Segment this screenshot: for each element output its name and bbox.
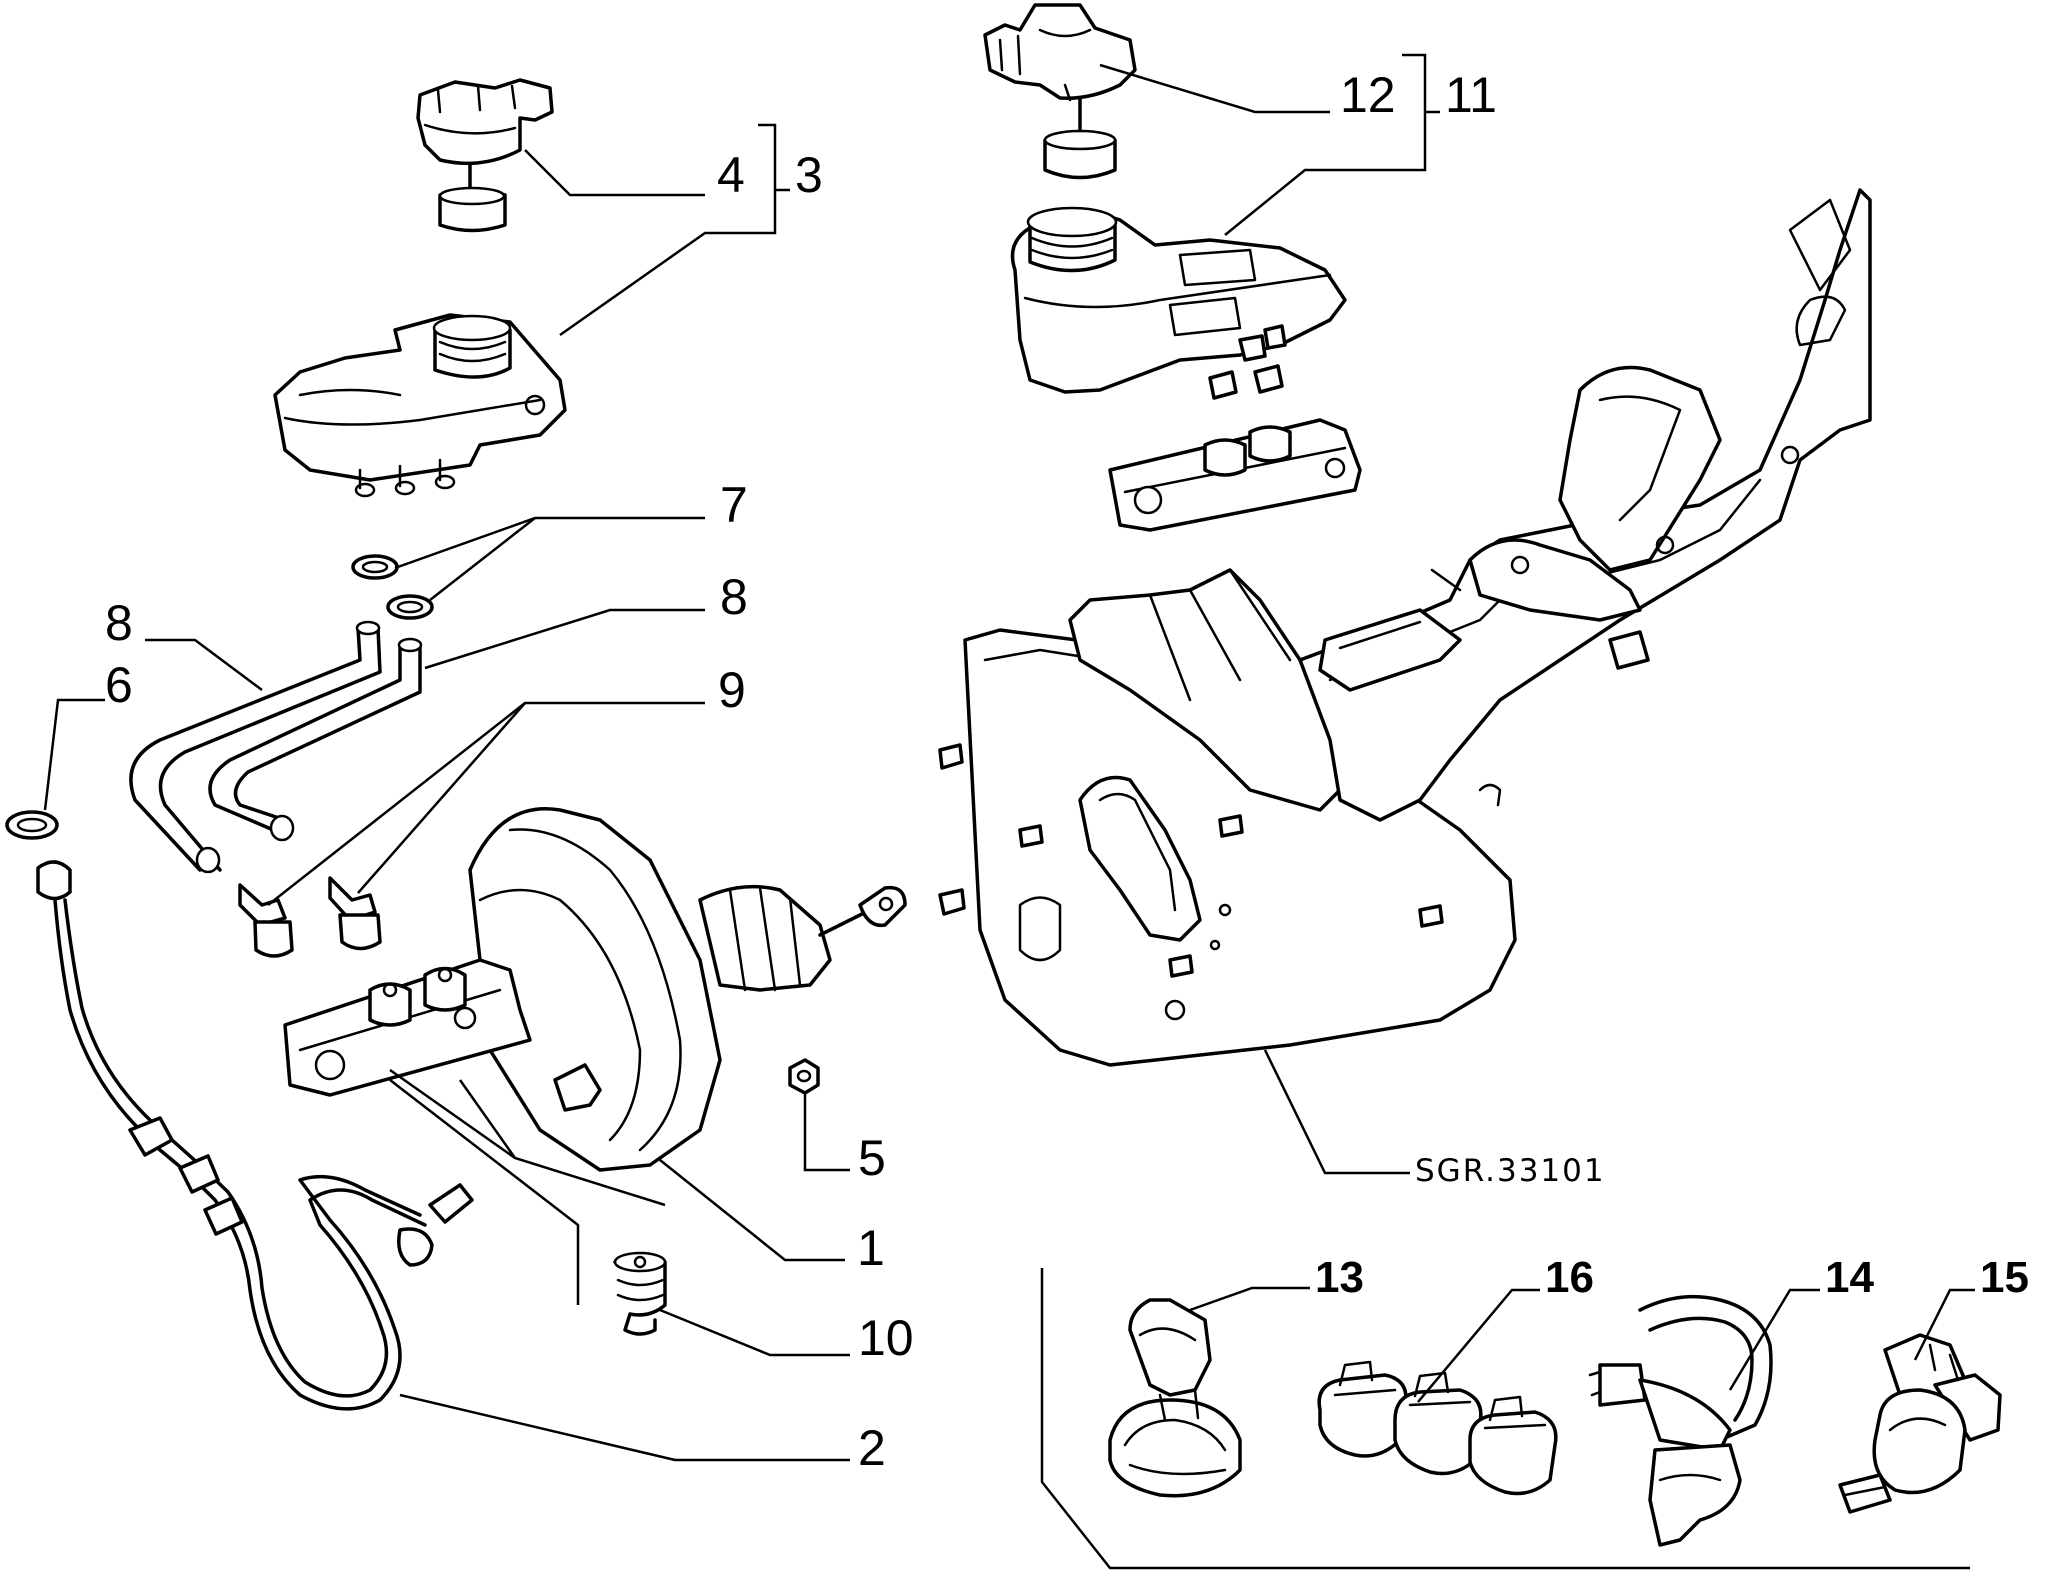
part-5-nut bbox=[788, 1058, 820, 1095]
callout-label-3: 3 bbox=[795, 147, 823, 203]
part-8-hoses bbox=[129, 620, 423, 874]
part-12-level-sensor bbox=[983, 3, 1137, 180]
pedal-box-assembly bbox=[938, 188, 1872, 1067]
callout-label-8-left: 8 bbox=[105, 595, 133, 651]
part-1-brake-booster bbox=[283, 807, 907, 1172]
callout-label-11: 11 bbox=[1445, 67, 1497, 123]
part-7-hose-clips bbox=[351, 554, 434, 620]
master-cylinder-right bbox=[1108, 418, 1362, 532]
callout-label-8-right: 8 bbox=[720, 569, 748, 625]
callout-label-14: 14 bbox=[1825, 1253, 1874, 1302]
callout-label-2: 2 bbox=[858, 1420, 886, 1476]
callout-label-12: 12 bbox=[1340, 67, 1396, 123]
callout-label-15: 15 bbox=[1980, 1253, 2029, 1302]
part-13-clip bbox=[1108, 1298, 1242, 1498]
part-4-level-sensor bbox=[416, 78, 554, 233]
callout-label-13: 13 bbox=[1315, 1253, 1364, 1302]
callout-label-5: 5 bbox=[858, 1130, 886, 1186]
leader-lines bbox=[43, 53, 1975, 1570]
part-15-connector-clip bbox=[1838, 1333, 2002, 1514]
callout-label-9: 9 bbox=[718, 662, 746, 718]
part-14-strap-clip bbox=[1588, 1294, 1773, 1547]
callout-labels: 4 3 12 11 7 8 8 6 9 5 1 10 2 13 16 14 15… bbox=[105, 67, 2029, 1476]
drawing-reference: SGR.33101 bbox=[1415, 1153, 1606, 1189]
callout-label-10: 10 bbox=[858, 1310, 914, 1366]
part-3-reservoir bbox=[273, 313, 567, 498]
callout-label-16: 16 bbox=[1545, 1253, 1594, 1302]
callout-label-1: 1 bbox=[857, 1220, 885, 1276]
part-10-plug bbox=[613, 1251, 667, 1336]
callout-label-7: 7 bbox=[720, 477, 748, 533]
part-2-vacuum-pipe bbox=[36, 860, 474, 1411]
part-16-triple-clip bbox=[1317, 1360, 1558, 1496]
part-11-reservoir bbox=[1010, 206, 1347, 400]
callout-label-4: 4 bbox=[717, 147, 745, 203]
callout-label-6: 6 bbox=[105, 657, 133, 713]
part-9-elbow-connectors bbox=[238, 876, 382, 958]
part-6-clip bbox=[5, 810, 59, 840]
